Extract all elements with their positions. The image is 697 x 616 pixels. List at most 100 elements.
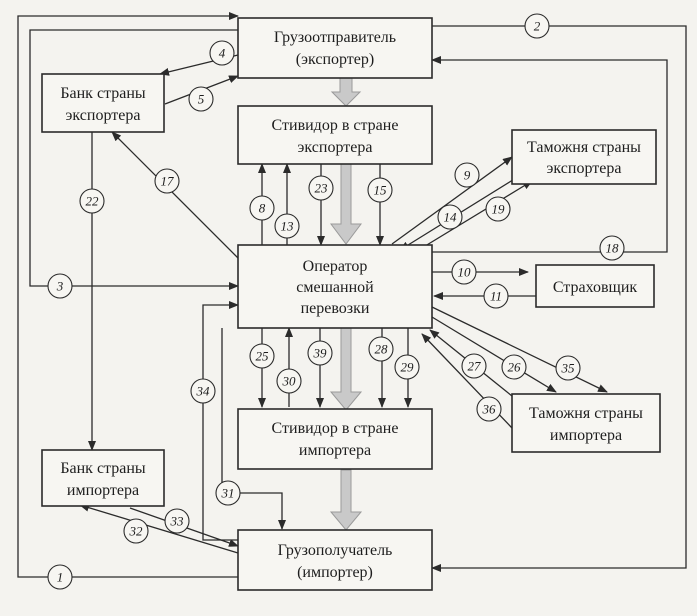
operator-label-line1: Оператор — [303, 258, 368, 275]
badge-19: 19 — [485, 196, 511, 222]
exporter-customs-label-line1: Таможня страны — [527, 139, 641, 156]
importer-customs-label-line2: импортера — [550, 427, 622, 444]
flow-line-18 — [431, 56, 668, 253]
exporter-customs-box — [511, 129, 657, 185]
badge-4: 4 — [209, 40, 235, 66]
badge-2-label: 2 — [534, 19, 541, 34]
badge-26-label: 26 — [508, 360, 522, 375]
badge-5: 5 — [188, 86, 214, 112]
flow-line-2 — [431, 25, 687, 572]
node-shipper: Грузоотправитель (экспортер) — [237, 17, 433, 79]
badge-28: 28 — [368, 336, 394, 362]
badge-29: 29 — [394, 354, 420, 380]
importer-bank-label-line2: импортера — [67, 482, 139, 499]
flow-line-9 — [391, 156, 513, 245]
importer-customs-label-line1: Таможня страны — [529, 405, 643, 422]
flow-arrow-operator-to-stevedore-importer — [329, 327, 363, 411]
badge-30-label: 30 — [282, 374, 297, 389]
operator-label-line3: перевозки — [301, 300, 370, 317]
badge-13-label: 13 — [281, 219, 295, 234]
badge-10-label: 10 — [458, 265, 472, 280]
flow-line-31 — [221, 328, 286, 530]
badge-33-label: 33 — [170, 514, 185, 529]
badge-31: 31 — [215, 480, 241, 506]
badge-1: 1 — [47, 564, 73, 590]
badge-9-label: 9 — [464, 168, 471, 183]
badge-34: 34 — [190, 378, 216, 404]
node-consignee: Грузополучатель (импортер) — [237, 529, 433, 591]
flow-number-badges: 1 2 3 4 5 8 9 10 11 13 14 15 17 18 19 22… — [47, 13, 625, 590]
badge-22-label: 22 — [86, 194, 100, 209]
node-importer-bank: Банк страны импортера — [41, 449, 165, 507]
exporter-bank-box — [41, 73, 165, 133]
operator-label-line2: смешанной — [296, 279, 374, 296]
flow-line-26 — [431, 316, 557, 393]
badge-36: 36 — [476, 396, 502, 422]
badge-1-label: 1 — [57, 570, 64, 585]
node-insurer: Страховщик — [535, 264, 655, 308]
badge-18-label: 18 — [606, 241, 620, 256]
exporter-customs-label-line2: экспортера — [547, 160, 622, 177]
exporter-stevedore-label-line1: Стивидор в стране — [272, 117, 399, 134]
node-importer-stevedore: Стивидор в стране импортера — [237, 408, 433, 470]
badge-27-label: 27 — [468, 359, 482, 374]
node-exporter-customs: Таможня страны экспортера — [511, 129, 657, 185]
flow-arrow-stevedore-to-operator — [330, 161, 362, 245]
flow-arrow-shipper-to-stevedore — [330, 77, 362, 107]
flow-line-19 — [411, 180, 533, 255]
badge-30: 30 — [276, 368, 302, 394]
badge-39: 39 — [307, 340, 333, 366]
badge-19-label: 19 — [492, 202, 506, 217]
main-goods-flow — [329, 77, 363, 531]
badge-33: 33 — [164, 508, 190, 534]
insurer-box — [535, 264, 655, 308]
badge-32: 32 — [123, 518, 149, 544]
badge-5-label: 5 — [198, 92, 205, 107]
badge-15-label: 15 — [374, 183, 388, 198]
badge-2: 2 — [524, 13, 550, 39]
badge-8-label: 8 — [259, 201, 266, 216]
badge-4-label: 4 — [219, 46, 226, 61]
consignee-label-line1: Грузополучатель — [278, 542, 393, 559]
badge-14-label: 14 — [444, 210, 458, 225]
exporter-bank-label-line1: Банк страны — [60, 85, 146, 102]
importer-customs-box — [511, 393, 661, 453]
badge-14: 14 — [437, 204, 463, 230]
badge-13: 13 — [274, 213, 300, 239]
badge-17-label: 17 — [161, 174, 175, 189]
badge-35: 35 — [555, 355, 581, 381]
flow-line-32 — [79, 503, 239, 554]
shipper-label-line1: Грузоотправитель — [274, 29, 396, 46]
operator-box — [237, 244, 433, 329]
importer-stevedore-box — [237, 408, 433, 470]
badge-15: 15 — [367, 177, 393, 203]
flow-line-17 — [111, 131, 239, 259]
flow-line-35 — [431, 306, 608, 393]
badge-11: 11 — [483, 283, 509, 309]
flow-line-3 — [29, 29, 239, 290]
consignee-box — [237, 529, 433, 591]
badge-35-label: 35 — [561, 361, 576, 376]
importer-bank-box — [41, 449, 165, 507]
badge-11-label: 11 — [490, 289, 502, 304]
badge-25-label: 25 — [256, 349, 270, 364]
consignee-label-line2: (импортер) — [297, 564, 373, 581]
badge-29-label: 29 — [401, 360, 415, 375]
exporter-stevedore-label-line2: экспортера — [298, 139, 373, 156]
badge-27: 27 — [461, 353, 487, 379]
node-operator: Оператор смешанной перевозки — [237, 244, 433, 329]
badge-3: 3 — [47, 273, 73, 299]
badge-23: 23 — [308, 175, 334, 201]
badge-28-label: 28 — [375, 342, 389, 357]
exporter-stevedore-box — [237, 105, 433, 165]
badge-31-label: 31 — [221, 486, 235, 501]
badge-25: 25 — [249, 343, 275, 369]
badge-9: 9 — [454, 162, 480, 188]
flow-arrow-stevedore-to-consignee — [329, 469, 363, 531]
badge-3-label: 3 — [56, 279, 64, 294]
node-exporter-bank: Банк страны экспортера — [41, 73, 165, 133]
flow-line-1 — [17, 12, 239, 578]
node-importer-customs: Таможня страны импортера — [511, 393, 661, 453]
